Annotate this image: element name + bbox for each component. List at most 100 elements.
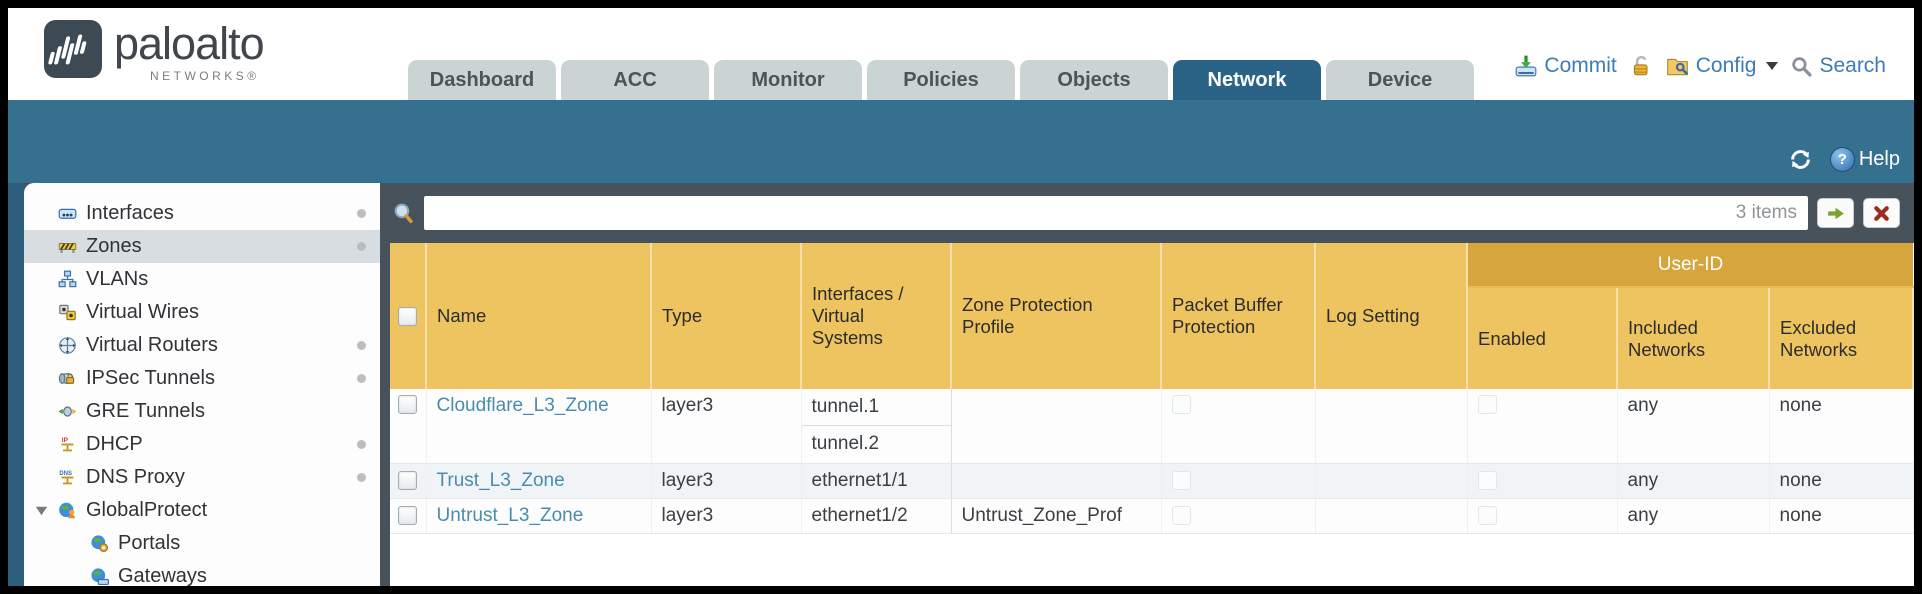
sidebar-item-gateways[interactable]: Gateways: [24, 560, 380, 586]
tab-monitor[interactable]: Monitor: [714, 60, 862, 100]
user-id-enabled-checkbox[interactable]: [1477, 471, 1497, 490]
sidebar-item-portals[interactable]: Portals: [24, 527, 380, 560]
tab-network[interactable]: Network: [1173, 60, 1321, 100]
user-id-enabled-checkbox[interactable]: [1477, 506, 1497, 525]
search-label: Search: [1819, 54, 1886, 77]
paloalto-logo-icon: [44, 20, 102, 78]
excluded-networks-cell: none: [1769, 498, 1914, 534]
column-header-type[interactable]: Type: [651, 243, 802, 389]
column-header-packet-buffer-protection[interactable]: Packet Buffer Protection: [1161, 243, 1316, 389]
lock-icon[interactable]: [1629, 54, 1653, 78]
included-networks-cell: any: [1617, 498, 1770, 534]
commit-button[interactable]: Commit: [1514, 54, 1617, 78]
column-header-interfaces[interactable]: Interfaces / Virtual Systems: [801, 243, 952, 389]
virtual-routers-icon: [58, 336, 77, 355]
main-panel: 3 items: [380, 183, 1914, 586]
sub-header-band: Help: [8, 100, 1914, 183]
interface-cell: ethernet1/1: [811, 469, 908, 491]
filter-input[interactable]: [424, 196, 1808, 230]
sidebar-item-dns-proxy[interactable]: DNS DNS Proxy: [24, 461, 380, 494]
column-header-log-setting[interactable]: Log Setting: [1315, 243, 1468, 389]
row-checkbox[interactable]: [398, 471, 418, 490]
sidebar-item-label: GlobalProtect: [86, 499, 208, 521]
table-row: Untrust_L3_Zone layer3 ethernet1/2 Untru…: [390, 498, 1914, 534]
tab-acc[interactable]: ACC: [561, 60, 709, 100]
refresh-icon[interactable]: [1787, 146, 1814, 173]
row-checkbox[interactable]: [398, 506, 418, 525]
log-setting-cell: [1315, 498, 1468, 534]
sidebar-item-label: DNS Proxy: [86, 466, 185, 488]
tab-objects[interactable]: Objects: [1020, 60, 1168, 100]
table-row: Cloudflare_L3_Zone layer3 tunnel.1 tunne…: [390, 389, 1914, 464]
sidebar-item-dhcp[interactable]: IP DHCP: [24, 428, 380, 461]
help-button[interactable]: Help: [1829, 147, 1900, 172]
sidebar-item-ipsec-tunnels[interactable]: IPSec Tunnels: [24, 362, 380, 395]
included-networks-cell: any: [1617, 389, 1770, 464]
select-all-checkbox[interactable]: [398, 306, 417, 326]
sidebar-item-interfaces[interactable]: Interfaces: [24, 197, 380, 230]
filter-bar: 3 items: [380, 183, 1914, 243]
item-dot: [357, 341, 366, 350]
sidebar-item-virtual-wires[interactable]: Virtual Wires: [24, 296, 380, 329]
paloalto-logo: paloalto NETWORKS®: [44, 20, 265, 83]
global-search-button[interactable]: Search: [1790, 54, 1886, 78]
zone-name-link[interactable]: Cloudflare_L3_Zone: [436, 395, 609, 416]
portals-icon: [90, 534, 109, 553]
zone-protection-profile-cell: [951, 389, 1162, 464]
excluded-networks-cell: none: [1769, 389, 1914, 464]
zones-table: Name Type Interfaces / Virtual Systems Z…: [390, 243, 1914, 534]
apply-filter-button[interactable]: [1817, 198, 1854, 228]
column-group-user-id: User-ID: [1467, 243, 1913, 288]
chevron-down-icon: [1766, 62, 1779, 70]
config-label: Config: [1695, 54, 1757, 77]
tab-dashboard[interactable]: Dashboard: [408, 60, 556, 100]
clear-filter-button[interactable]: [1863, 198, 1900, 228]
packet-buffer-protection-checkbox[interactable]: [1171, 471, 1191, 490]
log-setting-cell: [1315, 463, 1468, 499]
sidebar-item-label: VLANs: [86, 268, 149, 290]
filter-magnifier-icon: [394, 203, 413, 223]
tab-policies[interactable]: Policies: [867, 60, 1015, 100]
config-menu-button[interactable]: Config: [1665, 54, 1779, 78]
user-id-enabled-checkbox[interactable]: [1477, 395, 1497, 414]
zone-protection-profile-cell: Untrust_Zone_Prof: [951, 498, 1162, 534]
collapse-triangle-icon[interactable]: [34, 503, 49, 518]
column-header-name[interactable]: Name: [426, 243, 652, 389]
packet-buffer-protection-checkbox[interactable]: [1171, 395, 1191, 414]
sidebar-item-label: Portals: [118, 532, 181, 554]
packet-buffer-protection-checkbox[interactable]: [1171, 506, 1191, 525]
item-dot: [357, 440, 366, 449]
interfaces-icon: [58, 204, 77, 223]
app-window: paloalto NETWORKS® Dashboard ACC Monitor…: [8, 8, 1914, 586]
included-networks-cell: any: [1617, 463, 1770, 499]
ipsec-tunnels-icon: [58, 369, 77, 388]
item-dot: [357, 242, 366, 251]
sidebar-item-globalprotect[interactable]: GlobalProtect: [24, 494, 380, 527]
globalprotect-icon: [58, 501, 77, 520]
dhcp-icon: IP: [58, 435, 77, 454]
sidebar-item-label: Virtual Wires: [86, 301, 199, 323]
zones-icon: [58, 237, 77, 256]
panel-divider: [380, 183, 390, 586]
column-header-excluded-networks[interactable]: Excluded Networks: [1769, 287, 1914, 389]
column-header-zone-protection-profile[interactable]: Zone Protection Profile: [951, 243, 1162, 389]
zone-type-cell: layer3: [651, 463, 802, 499]
zone-type-cell: layer3: [651, 498, 802, 534]
log-setting-cell: [1315, 389, 1468, 464]
search-icon: [1792, 56, 1812, 77]
sidebar-item-vlans[interactable]: VLANs: [24, 263, 380, 296]
zone-name-link[interactable]: Trust_L3_Zone: [436, 469, 565, 491]
commit-label: Commit: [1544, 54, 1617, 77]
row-checkbox[interactable]: [398, 395, 418, 414]
content-area: Interfaces Zones VLANs Vir: [8, 183, 1914, 586]
sidebar-item-zones[interactable]: Zones: [24, 230, 380, 263]
zone-name-link[interactable]: Untrust_L3_Zone: [436, 504, 584, 526]
select-all-cell: [390, 243, 427, 389]
sidebar-item-virtual-routers[interactable]: Virtual Routers: [24, 329, 380, 362]
column-header-included-networks[interactable]: Included Networks: [1617, 287, 1770, 389]
help-icon: [1829, 147, 1855, 172]
svg-text:IP: IP: [62, 437, 69, 444]
tab-device[interactable]: Device: [1326, 60, 1474, 100]
column-header-enabled[interactable]: Enabled: [1467, 287, 1618, 389]
sidebar-item-gre-tunnels[interactable]: GRE Tunnels: [24, 395, 380, 428]
